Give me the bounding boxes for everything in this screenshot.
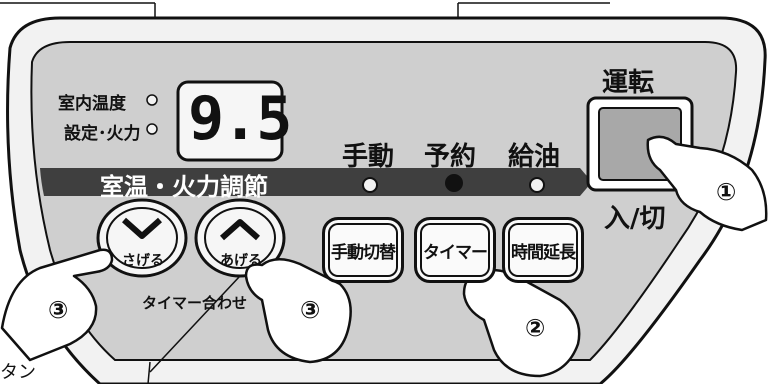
setting-label: 設定･火力 <box>64 124 141 144</box>
band-label: 室温・火力調節 <box>100 173 268 201</box>
extend-time-button[interactable]: 時間延長 <box>502 217 584 283</box>
callout-label: タン <box>0 362 36 383</box>
power-top-label: 運転 <box>602 68 655 98</box>
manual-led-label: 手動 <box>342 142 395 172</box>
power-bottom-label: 入/切 <box>604 204 666 234</box>
timer-button[interactable]: タイマー <box>414 217 496 283</box>
hand-icon-left <box>0 248 114 362</box>
up-button-label: あげる <box>220 253 262 269</box>
extend-time-label: 時間延長 <box>511 242 576 263</box>
timer-label: タイマー <box>423 242 488 263</box>
room-temp-label: 室内温度 <box>58 94 126 114</box>
step-2-marker: ② <box>525 314 546 342</box>
step-1-marker: ① <box>716 178 737 206</box>
refuel-led-label: 給油 <box>508 142 561 172</box>
manual-switch-label: 手動切替 <box>331 242 396 263</box>
hand-icon-right <box>462 268 581 378</box>
hand-icon-power <box>646 135 768 232</box>
step-3-marker-left: ③ <box>48 296 69 324</box>
step-3-marker-right: ③ <box>300 296 321 324</box>
manual-switch-button[interactable]: 手動切替 <box>322 217 404 283</box>
power-button[interactable] <box>599 108 681 180</box>
hand-icon-mid <box>244 258 352 364</box>
temperature-display: 9.5 <box>188 84 292 154</box>
reserve-led-label: 予約 <box>424 142 477 172</box>
down-button-label: さげる <box>122 253 164 269</box>
timer-adjust-label: タイマー合わせ <box>142 294 248 312</box>
